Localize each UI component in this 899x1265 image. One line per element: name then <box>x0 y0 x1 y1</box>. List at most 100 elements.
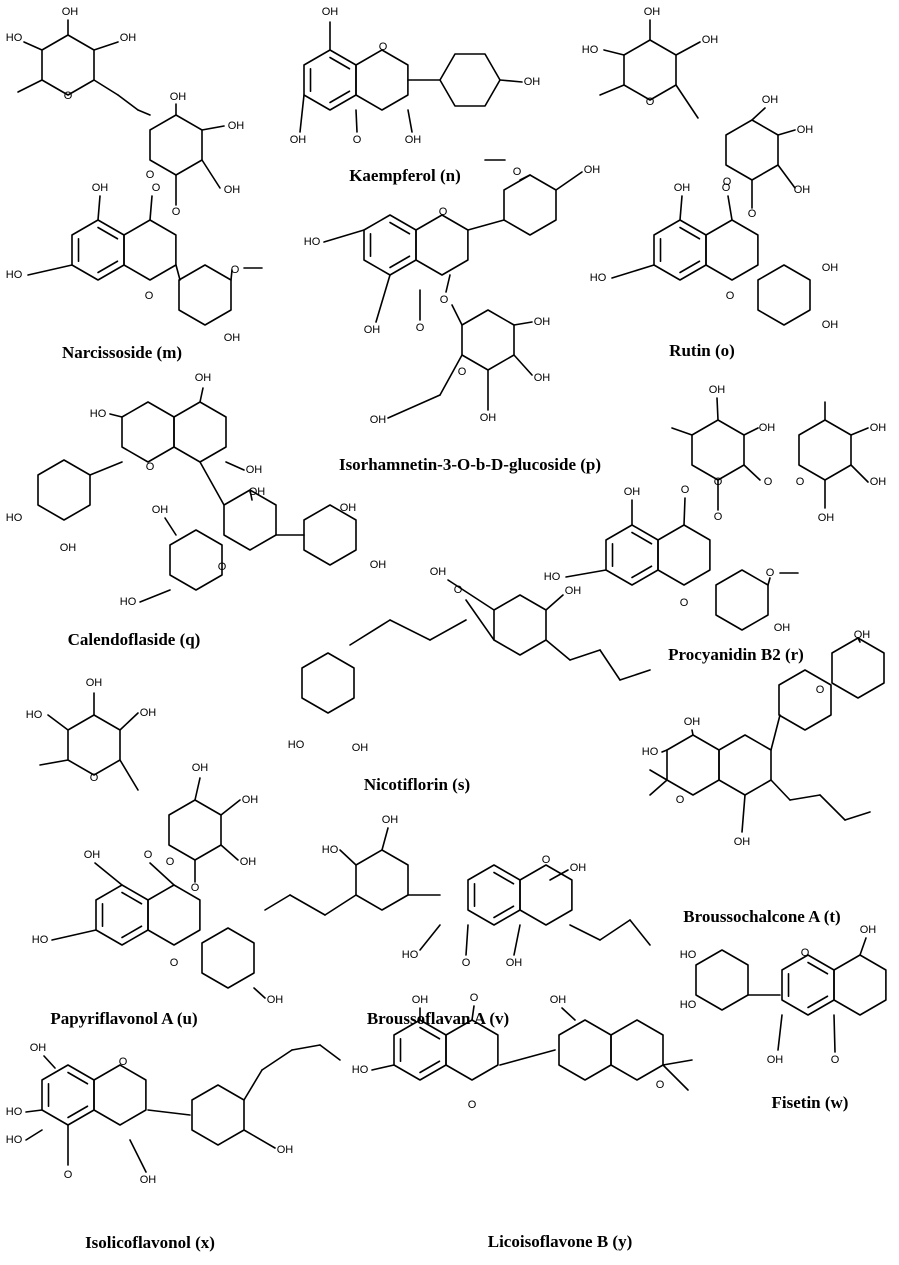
atom-label: O <box>440 294 449 306</box>
atom-label: OH <box>242 794 259 806</box>
atom-label: OH <box>60 542 77 554</box>
atom-label: OH <box>152 504 169 516</box>
bond <box>164 517 177 536</box>
ring-bond <box>467 864 521 926</box>
atom-label: OH <box>854 629 871 641</box>
atom-label: OH <box>767 1054 784 1066</box>
compound-name-m: Narcissoside (m) <box>62 343 182 362</box>
bond <box>859 937 867 956</box>
compound-name-p: Isorhamnetin-3-O-b-D-glucoside (p) <box>339 455 601 474</box>
atom-label: O <box>714 511 723 523</box>
atom-label: O <box>170 957 179 969</box>
bond <box>770 779 791 801</box>
ring-bond <box>493 594 547 656</box>
bond <box>599 649 621 681</box>
bond <box>119 759 139 791</box>
bond <box>289 894 326 916</box>
atom-label: OH <box>86 677 103 689</box>
ring-bond <box>718 734 772 796</box>
atom-label: HO <box>544 571 561 583</box>
bond <box>89 461 123 476</box>
bond <box>121 891 143 905</box>
bond <box>249 489 253 501</box>
bond <box>661 749 668 753</box>
bond <box>683 497 686 526</box>
ring-bond <box>303 504 357 566</box>
bond <box>770 714 781 751</box>
ring-bond <box>558 1019 612 1081</box>
bond <box>67 1071 89 1085</box>
ring-bond <box>178 264 232 326</box>
atom-label: OH <box>340 502 357 514</box>
atom-label: OH <box>277 1144 294 1156</box>
atom-label: O <box>416 322 425 334</box>
ring-bond <box>439 53 501 107</box>
atom-label: OH <box>322 6 339 18</box>
atom-label: HO <box>590 272 607 284</box>
bond <box>662 1064 689 1091</box>
atom-label: O <box>144 849 153 861</box>
bond <box>599 919 631 941</box>
atom-label: OH <box>249 486 266 498</box>
atom-label: O <box>64 1169 73 1181</box>
atom-label: O <box>145 290 154 302</box>
bond <box>679 195 683 221</box>
bond <box>445 274 451 293</box>
bond <box>850 427 869 436</box>
atom-label: O <box>468 1099 477 1111</box>
bond <box>471 1005 475 1021</box>
atom-label: HO <box>32 934 49 946</box>
ring-bond <box>149 114 203 176</box>
atom-label: OH <box>759 422 776 434</box>
bond <box>117 94 139 111</box>
atom-label: O <box>723 176 732 188</box>
bond <box>194 777 201 801</box>
bond <box>519 174 531 181</box>
bond <box>619 669 651 681</box>
ring-bond <box>695 949 749 1011</box>
bond <box>149 862 175 886</box>
atom-label: HO <box>288 739 305 751</box>
bond <box>319 1044 341 1061</box>
ring-bond <box>666 734 720 796</box>
atom-label: HO <box>680 999 697 1011</box>
atom-label: HO <box>402 949 419 961</box>
bond <box>727 195 733 221</box>
atom-label: O <box>90 772 99 784</box>
atom-label: OH <box>405 134 422 146</box>
bond <box>833 1014 836 1053</box>
ring-bond <box>778 669 832 731</box>
atom-label: OH <box>246 464 263 476</box>
atom-label: OH <box>30 1042 47 1054</box>
atom-label: OH <box>774 622 791 634</box>
compound-name-n: Kaempferol (n) <box>349 166 461 185</box>
atom-label: HO <box>26 709 43 721</box>
bond <box>47 714 69 731</box>
atom-label: OH <box>797 124 814 136</box>
ring-bond <box>191 1084 245 1146</box>
atom-label: O <box>542 854 551 866</box>
atom-label: HO <box>642 746 659 758</box>
bond <box>149 195 153 221</box>
atom-label: HO <box>6 1134 23 1146</box>
bond <box>97 260 119 274</box>
bond <box>389 619 431 641</box>
bond <box>139 589 171 603</box>
atom-label: OH <box>140 1174 157 1186</box>
bond <box>807 995 829 1009</box>
ring-bond <box>147 884 201 946</box>
bond <box>220 844 239 861</box>
bond <box>751 107 766 121</box>
ring-bond <box>303 49 357 111</box>
ring-bond <box>605 524 659 586</box>
bond <box>465 924 469 956</box>
bond <box>611 264 655 279</box>
atom-label: OH <box>870 476 887 488</box>
